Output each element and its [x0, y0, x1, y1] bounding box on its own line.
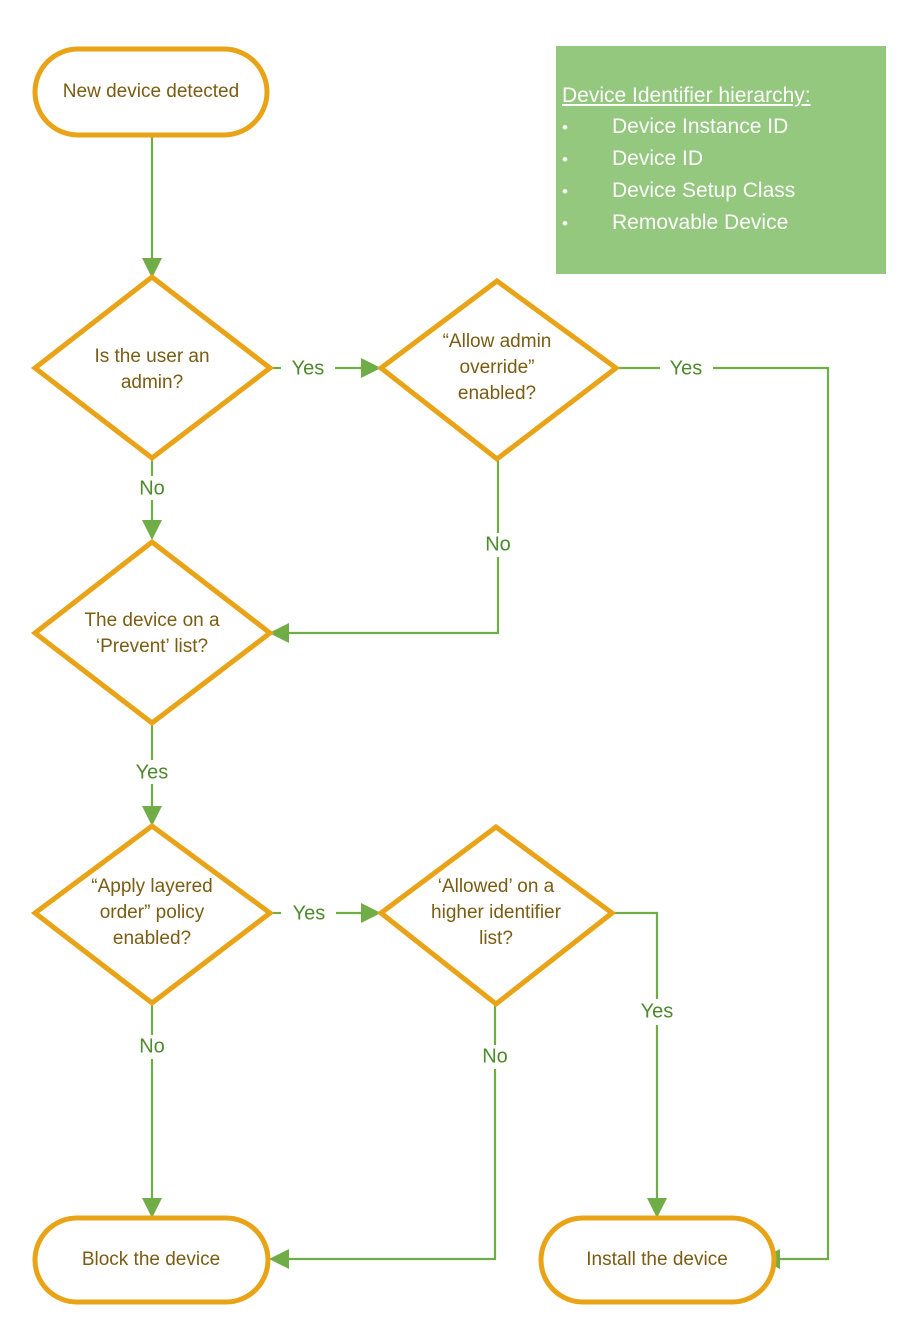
- list-item: • Removable Device: [556, 207, 886, 239]
- edge-higher-identifier-yes: Yes: [612, 911, 674, 1218]
- node-label-line: ‘Allowed’ on a: [438, 876, 555, 897]
- edge-prevent-list-yes: Yes: [136, 723, 169, 826]
- node-label-line: “Allow admin: [443, 331, 552, 352]
- legend-title: Device Identifier hierarchy:: [562, 84, 811, 107]
- arrowhead-icon: [142, 1198, 162, 1218]
- edge-higher-identifier-no: No: [269, 1004, 508, 1269]
- bullet-icon: •: [562, 182, 568, 201]
- edge-start-to-is-admin: [142, 135, 162, 278]
- node-label-line: enabled?: [113, 928, 191, 949]
- list-item: • Device ID: [556, 143, 886, 175]
- legend-list: • Device Instance ID • Device ID • Devic…: [556, 111, 886, 239]
- edge-layer: Yes No Yes No: [136, 135, 830, 1269]
- terminator-shape[interactable]: [538, 1215, 777, 1305]
- edge-is-admin-no: No: [139, 458, 165, 540]
- node-label-line: order” policy: [100, 902, 205, 923]
- terminator-shape[interactable]: [32, 46, 270, 138]
- node-start[interactable]: New device detected: [32, 46, 270, 138]
- terminator-shape[interactable]: [32, 1215, 271, 1305]
- node-higher-identifier[interactable]: ‘Allowed’ on a higher identifier list?: [376, 823, 617, 1008]
- list-item: • Device Setup Class: [556, 175, 886, 207]
- edge-label-no: No: [139, 1035, 165, 1057]
- bullet-icon: •: [562, 214, 568, 233]
- edge-line: [713, 366, 830, 1261]
- arrowhead-icon: [361, 358, 381, 378]
- node-admin-override[interactable]: “Allow admin override” enabled?: [376, 277, 621, 463]
- edge-label-no: No: [485, 533, 511, 555]
- edge-is-admin-yes: Yes: [270, 357, 381, 379]
- arrowhead-icon: [142, 258, 162, 278]
- node-label-line: enabled?: [458, 383, 536, 404]
- node-label: New device detected: [63, 81, 239, 102]
- bullet-icon: •: [562, 118, 568, 137]
- edge-label-yes: Yes: [292, 357, 325, 379]
- device-identifier-hierarchy-legend: Device Identifier hierarchy: • Device In…: [556, 46, 886, 274]
- node-label-line: higher identifier: [431, 902, 562, 923]
- list-item: • Device Instance ID: [556, 111, 886, 143]
- node-label-line: ‘Prevent’ list?: [96, 636, 208, 657]
- edge-layered-order-no: No: [139, 1003, 165, 1218]
- decision-shape[interactable]: [30, 822, 275, 1007]
- bullet-icon: •: [562, 150, 568, 169]
- node-layered-order[interactable]: “Apply layered order” policy enabled?: [30, 822, 275, 1007]
- legend-item-label: Device Instance ID: [612, 115, 789, 138]
- edge-layered-order-yes: Yes: [270, 902, 381, 924]
- node-block-device[interactable]: Block the device: [32, 1215, 271, 1305]
- edge-admin-override-yes: Yes: [616, 357, 830, 1269]
- node-label: Block the device: [82, 1249, 220, 1270]
- node-label-line: admin?: [121, 372, 183, 393]
- edge-label-no: No: [139, 477, 165, 499]
- decision-shape[interactable]: [30, 538, 275, 727]
- arrowhead-icon: [142, 806, 162, 826]
- node-is-admin[interactable]: Is the user an admin?: [30, 273, 275, 462]
- decision-shape[interactable]: [30, 273, 275, 462]
- arrowhead-icon: [361, 903, 381, 923]
- arrowhead-icon: [269, 1249, 289, 1269]
- edge-label-yes: Yes: [136, 761, 169, 783]
- edge-label-yes: Yes: [641, 1000, 674, 1022]
- arrowhead-icon: [269, 623, 289, 643]
- node-label-line: The device on a: [84, 610, 220, 631]
- arrowhead-icon: [142, 520, 162, 540]
- edge-line: [612, 911, 659, 999]
- legend-item-label: Device Setup Class: [612, 179, 796, 202]
- edge-admin-override-no: No: [269, 459, 511, 643]
- legend-item-label: Device ID: [612, 147, 704, 170]
- arrowhead-icon: [647, 1198, 667, 1218]
- node-prevent-list[interactable]: The device on a ‘Prevent’ list?: [30, 538, 275, 727]
- edge-label-yes: Yes: [293, 902, 326, 924]
- node-install-device[interactable]: Install the device: [538, 1215, 777, 1305]
- node-label-line: list?: [479, 928, 513, 949]
- legend-item-label: Removable Device: [612, 211, 789, 234]
- edge-line: [284, 1069, 497, 1261]
- node-label-line: “Apply layered: [91, 876, 212, 897]
- decision-shape[interactable]: [376, 277, 621, 463]
- node-layer: New device detected Is the user an admin…: [30, 46, 777, 1305]
- edge-line: [284, 557, 500, 635]
- edge-label-no: No: [482, 1045, 508, 1067]
- node-label: Install the device: [586, 1249, 728, 1270]
- node-label-line: Is the user an: [94, 346, 209, 367]
- edge-label-yes: Yes: [670, 357, 703, 379]
- decision-shape[interactable]: [376, 823, 617, 1008]
- node-label-line: override”: [460, 357, 535, 378]
